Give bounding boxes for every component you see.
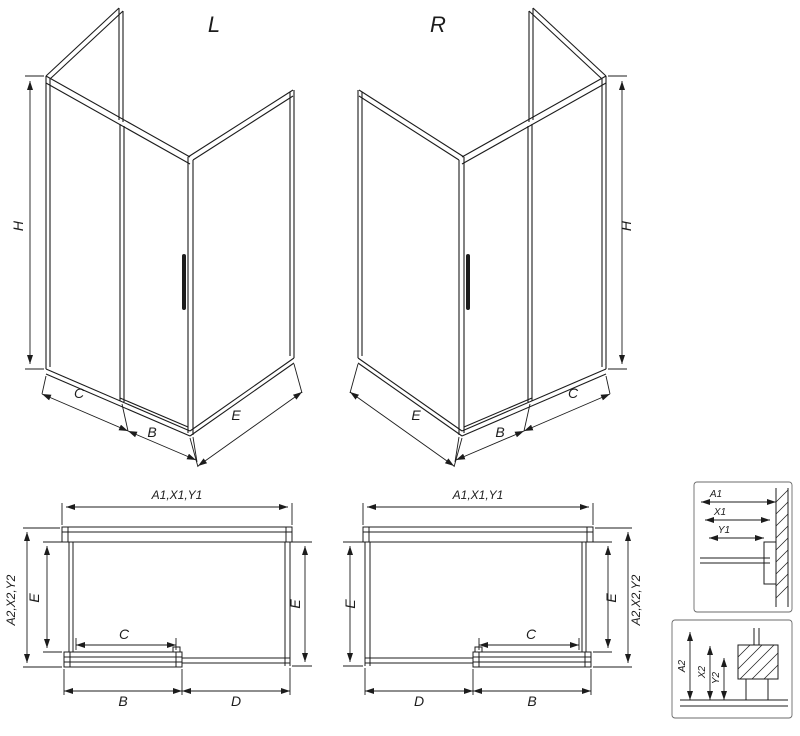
- iso-left-dim-side: E: [231, 407, 241, 423]
- iso-right-drawing: [350, 8, 627, 467]
- plan-left-dim-side-right: E: [287, 599, 303, 609]
- detail-depth-adjustment: A2 X2 Y2: [671, 619, 793, 719]
- plan-left-drawing: [23, 503, 312, 695]
- isometric-view-left: L H C B E: [10, 8, 302, 467]
- iso-right-variant-label: R: [430, 12, 446, 37]
- plan-right-dim-opening: C: [526, 626, 537, 642]
- detail-dim-x1: X1: [713, 507, 726, 518]
- iso-left-drawing: [25, 8, 302, 467]
- detail-width-adjustment: A1 X1 Y1: [693, 481, 793, 613]
- detail-dim-y2: Y2: [711, 671, 722, 684]
- iso-left-dim-opening: C: [74, 385, 85, 401]
- plan-right-dim-depth-group: A2,X2,Y2: [629, 574, 643, 626]
- plan-left-dim-opening: C: [119, 626, 130, 642]
- iso-left-dim-height: H: [10, 220, 26, 231]
- plan-right-dim-door: B: [527, 693, 536, 709]
- plan-right-dim-fixed: D: [414, 693, 424, 709]
- iso-right-dim-side: E: [411, 407, 421, 423]
- iso-right-dim-height: H: [618, 220, 634, 231]
- detail-dim-x2: X2: [697, 665, 708, 679]
- plan-left-dim-door: B: [118, 693, 127, 709]
- plan-right-drawing: [343, 503, 632, 695]
- plan-left-dim-width-group: A1,X1,Y1: [151, 488, 203, 502]
- detail-dim-a1: A1: [709, 489, 722, 500]
- plan-left-dim-depth-group: A2,X2,Y2: [4, 574, 18, 626]
- isometric-view-right: R H C B E: [350, 8, 634, 467]
- detail-dim-y1: Y1: [718, 525, 730, 536]
- plan-right-dim-side-right: E: [603, 593, 619, 603]
- plan-left-dim-fixed: D: [231, 693, 241, 709]
- plan-view-left: A1,X1,Y1 A2,X2,Y2 E E C B D: [4, 488, 312, 709]
- iso-left-dim-door: B: [147, 424, 156, 440]
- plan-right-dim-width-group: A1,X1,Y1: [452, 488, 504, 502]
- iso-right-dim-door: B: [495, 424, 504, 440]
- plan-left-dim-side-left: E: [26, 593, 42, 603]
- iso-left-variant-label: L: [208, 12, 220, 37]
- iso-right-dim-opening: C: [568, 385, 579, 401]
- detail-dim-a2: A2: [677, 659, 688, 673]
- plan-right-dim-side-left: E: [342, 599, 358, 609]
- plan-view-right: A1,X1,Y1 A2,X2,Y2 E E C B D: [342, 488, 643, 709]
